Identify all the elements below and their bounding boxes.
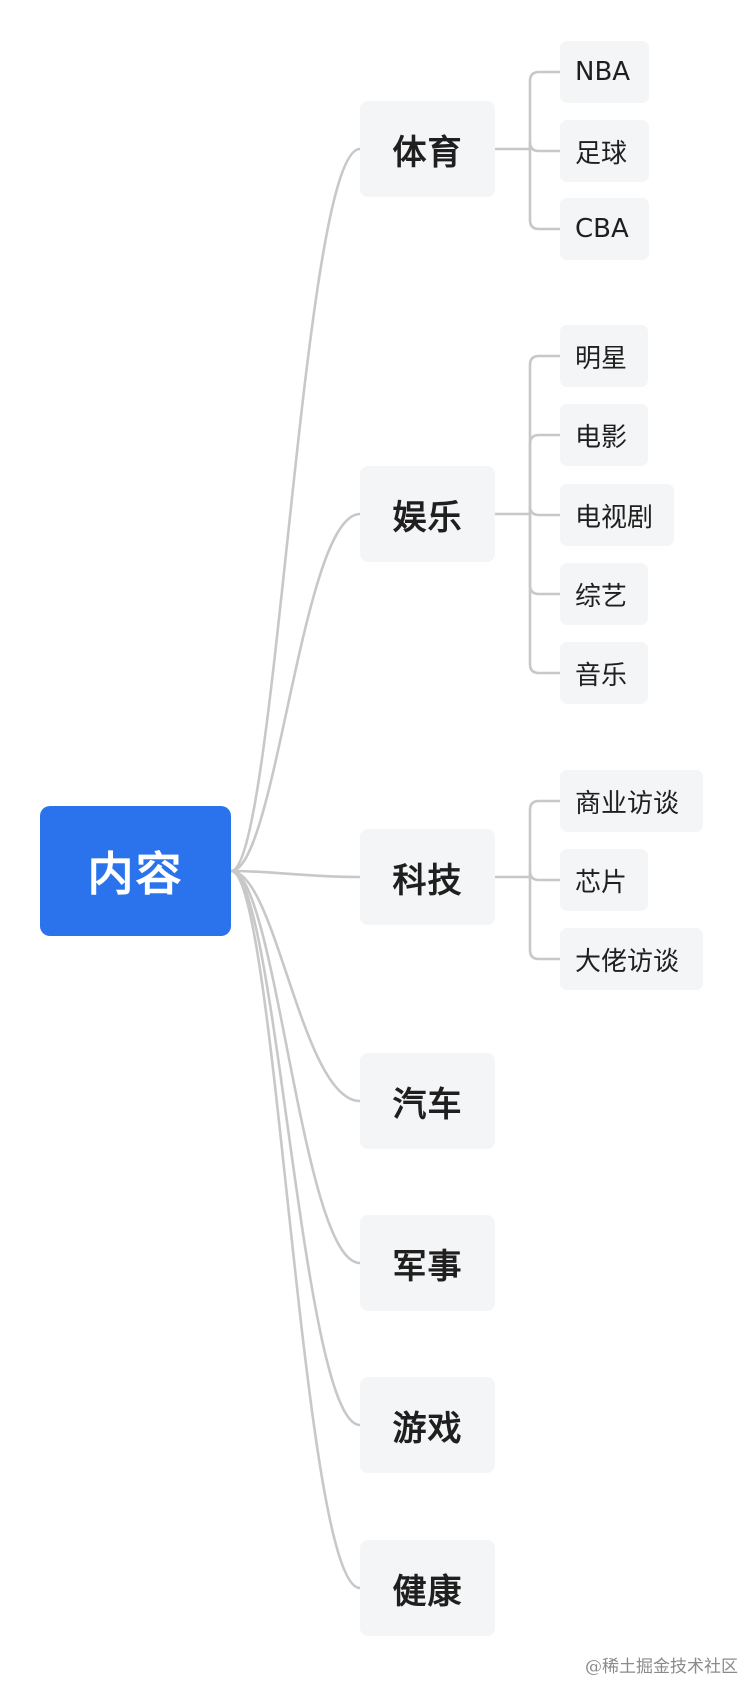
branch-node-health[interactable]: 健康 (360, 1540, 495, 1636)
branch-node-games[interactable]: 游戏 (360, 1377, 495, 1473)
leaf-link-entertainment-4 (528, 512, 562, 675)
leaf-node[interactable]: 芯片 (560, 849, 648, 911)
branch-node-auto[interactable]: 汽车 (360, 1053, 495, 1149)
root-node[interactable]: 内容 (40, 806, 231, 936)
leaf-node[interactable]: NBA (560, 41, 649, 103)
root-link-health (229, 869, 362, 1590)
root-link-military (229, 869, 362, 1265)
leaf-link-entertainment-3 (528, 512, 562, 596)
branch-node-entertainment[interactable]: 娱乐 (360, 466, 495, 562)
leaf-link-sports-2 (528, 147, 562, 231)
branch-node-sports[interactable]: 体育 (360, 101, 495, 197)
leaf-node[interactable]: 音乐 (560, 642, 648, 704)
root-link-entertainment (229, 512, 362, 873)
leaf-link-entertainment-2 (528, 505, 562, 517)
leaf-link-tech-0 (528, 799, 562, 879)
leaf-node[interactable]: 商业访谈 (560, 770, 703, 832)
leaf-link-sports-1 (528, 141, 562, 153)
leaf-link-sports-0 (528, 70, 562, 151)
leaf-node[interactable]: 电影 (560, 404, 648, 466)
leaf-link-entertainment-0 (528, 354, 562, 516)
root-link-sports (229, 147, 362, 873)
branch-node-military[interactable]: 军事 (360, 1215, 495, 1311)
leaf-node[interactable]: 大佬访谈 (560, 928, 703, 990)
leaf-node[interactable]: 电视剧 (560, 484, 674, 546)
leaf-node[interactable]: 综艺 (560, 563, 648, 625)
watermark: @稀土掘金技术社区 (585, 1657, 738, 1677)
leaf-link-entertainment-1 (528, 433, 562, 516)
leaf-node[interactable]: 明星 (560, 325, 648, 387)
leaf-link-tech-1 (528, 870, 562, 882)
leaf-node[interactable]: 足球 (560, 120, 649, 182)
root-link-auto (229, 869, 362, 1103)
leaf-link-tech-2 (528, 875, 562, 961)
root-link-games (229, 869, 362, 1427)
leaf-node[interactable]: CBA (560, 198, 649, 260)
root-link-tech (229, 869, 362, 879)
branch-node-tech[interactable]: 科技 (360, 829, 495, 925)
